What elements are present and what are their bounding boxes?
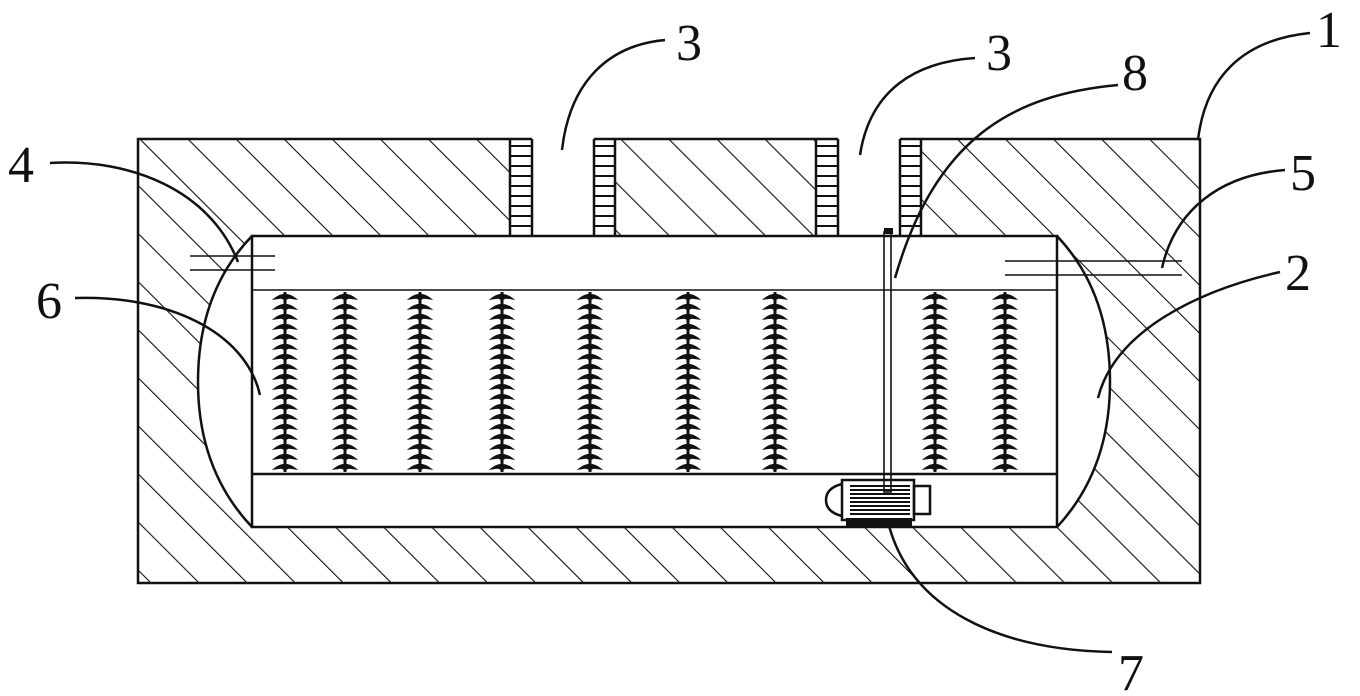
shaft: [883, 231, 892, 493]
motor-base: [846, 518, 912, 526]
label-5: 5: [1290, 145, 1316, 202]
brush-column: [921, 292, 949, 472]
label-3a: 3: [676, 15, 702, 72]
shaft-cap: [884, 228, 893, 234]
brush-column: [576, 292, 604, 472]
outer-shell-outline: [136, 137, 1202, 585]
leader-2: [1096, 270, 1281, 399]
motor-endcap: [912, 484, 932, 516]
brush-column: [331, 292, 359, 472]
tank-inner-rect: [250, 234, 1059, 529]
brush-column: [991, 292, 1019, 472]
label-4: 4: [8, 137, 34, 194]
label-6: 6: [36, 273, 62, 330]
pipe-4: [190, 255, 275, 271]
label-7: 7: [1118, 645, 1144, 696]
tank-body: [196, 234, 1112, 529]
leader-5: [1160, 168, 1286, 269]
tank-left-cap: [196, 235, 253, 528]
leader-lines: [49, 31, 1311, 654]
vent-ladder-rungs: [510, 145, 921, 227]
brush-columns: [271, 292, 1019, 472]
label-2: 2: [1285, 245, 1311, 302]
shaft-rod: [883, 228, 893, 493]
leader-3a: [560, 38, 666, 151]
label-8: 8: [1122, 45, 1148, 102]
motor-fins: [850, 485, 910, 515]
motor-front: [824, 482, 843, 518]
brush-column: [271, 292, 299, 472]
leader-1: [1196, 31, 1311, 141]
leader-7: [886, 521, 1113, 654]
leader-4: [49, 161, 240, 263]
leader-3b: [858, 56, 976, 156]
brush-column: [761, 292, 789, 472]
vent-channel-right: [838, 137, 900, 237]
label-1: 1: [1316, 2, 1342, 59]
label-3b: 3: [986, 25, 1012, 82]
brush-column: [488, 292, 516, 472]
brush-column: [406, 292, 434, 472]
top-white-gap-right: [838, 136, 900, 141]
vent-channel-left: [532, 137, 594, 237]
leader-6: [74, 296, 262, 396]
leader-8: [893, 83, 1119, 279]
brush-column: [674, 292, 702, 472]
outer-shell-hatched: [138, 139, 1200, 583]
tank-right-cap: [1056, 235, 1112, 528]
motor: [824, 478, 932, 526]
pipe-5: [1005, 260, 1182, 276]
